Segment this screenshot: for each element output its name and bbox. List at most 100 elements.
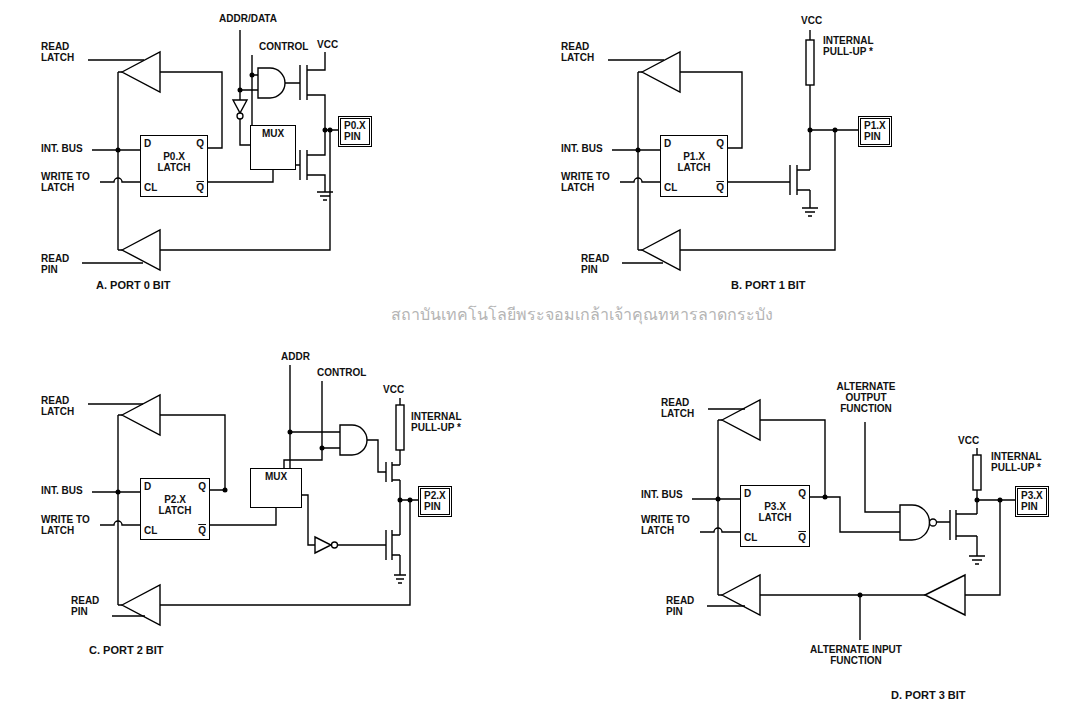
signal-label: WRITE TO LATCH	[560, 172, 617, 194]
wire	[969, 556, 985, 564]
signal-label: READ PIN	[40, 254, 82, 276]
wire	[100, 521, 140, 525]
figure-caption: A. PORT 0 BIT	[95, 280, 172, 292]
junction-dot	[398, 498, 403, 503]
pin-letter: Q	[196, 183, 204, 194]
wire	[82, 250, 143, 263]
pin-name: P3.X PIN	[1021, 491, 1043, 512]
gate-symbol	[233, 100, 247, 113]
junction-dot	[408, 498, 413, 503]
gate-symbol	[122, 52, 160, 92]
pin-name: P1.X PIN	[864, 121, 886, 142]
wire	[700, 528, 740, 532]
signal-label: ADDR/DATA	[218, 14, 278, 25]
wire	[865, 422, 900, 512]
wire	[307, 52, 325, 192]
junction-dot	[116, 490, 121, 495]
signal-label: INT. BUS	[640, 490, 684, 501]
pin-letter: D	[744, 489, 751, 500]
signal-label: INT. BUS	[40, 486, 84, 497]
mux-label: MUX	[251, 129, 295, 140]
junction-dot	[833, 128, 838, 133]
junction-dot	[116, 148, 121, 153]
junction-dot	[858, 593, 863, 598]
junction-dot	[930, 519, 937, 526]
pin-letter: Q	[798, 489, 806, 500]
mux-box: MUX	[250, 125, 296, 170]
signal-label: READ PIN	[665, 596, 707, 618]
wire	[338, 530, 400, 575]
signal-label: VCC	[957, 436, 980, 447]
gate-symbol	[900, 505, 930, 540]
signal-label: WRITE TO LATCH	[640, 515, 697, 537]
figure-caption: D. PORT 3 BIT	[890, 690, 967, 702]
mux-label: MUX	[251, 472, 301, 483]
junction-dot	[250, 73, 255, 78]
junction-dot	[975, 498, 980, 503]
wire	[937, 510, 978, 540]
junction-dot	[823, 495, 828, 500]
resistor-symbol	[806, 40, 814, 85]
resistor-symbol	[396, 405, 404, 450]
wire	[809, 30, 810, 208]
signal-label: READ PIN	[70, 596, 112, 618]
pin-box: P2.X PIN	[418, 486, 452, 517]
pin-letter: Q	[716, 183, 724, 194]
pin-letter: Q	[716, 139, 724, 150]
wire	[717, 420, 718, 595]
junction-dot	[808, 128, 813, 133]
wire	[965, 500, 1015, 595]
wire	[88, 404, 143, 415]
signal-label: CONTROL	[258, 42, 309, 53]
signal-label: INT. BUS	[560, 144, 604, 155]
signal-label: INTERNAL PULL-UP *	[822, 36, 894, 58]
gate-symbol	[315, 537, 331, 553]
junction-dot	[636, 148, 641, 153]
signal-label: INTERNAL PULL-UP *	[990, 452, 1062, 474]
signal-label: READ LATCH	[40, 396, 87, 418]
gate-symbol	[122, 395, 160, 435]
wire	[117, 72, 118, 250]
wire	[620, 178, 660, 182]
gate-symbol	[122, 585, 160, 625]
pin-letter: D	[664, 139, 671, 150]
pin-letter: CL	[664, 183, 677, 194]
gate-symbol	[340, 425, 367, 455]
signal-label: WRITE TO LATCH	[40, 172, 97, 194]
wire	[704, 595, 860, 640]
pin-letter: Q	[198, 526, 206, 537]
latch-title: P0.X LATCH	[153, 152, 195, 173]
signal-label: CONTROL	[316, 368, 367, 379]
junction-dot	[288, 430, 293, 435]
signal-label: ALTERNATE OUTPUT FUNCTION	[820, 382, 912, 414]
pin-letter: D	[144, 482, 151, 493]
pin-letter: Q	[798, 533, 806, 544]
pin-letter: CL	[144, 526, 157, 537]
pin-letter: CL	[144, 183, 157, 194]
signal-label: WRITE TO LATCH	[40, 515, 97, 537]
signal-label: READ LATCH	[560, 42, 607, 64]
watermark: สถาบันเทคโนโลยีพระจอมเกล้าเจ้าคุณทหารลาด…	[390, 306, 774, 323]
signal-label: READ PIN	[580, 254, 622, 276]
wire	[88, 60, 144, 72]
wire	[285, 65, 307, 100]
wire	[760, 594, 925, 595]
signal-label: INTERNAL PULL-UP *	[410, 412, 482, 434]
wire	[367, 440, 386, 472]
gate-symbol	[722, 575, 760, 615]
resistor-symbol	[973, 455, 981, 490]
mux-box: MUX	[250, 468, 302, 508]
pin-letter: CL	[744, 533, 757, 544]
gate-symbol	[642, 230, 680, 270]
pin-name: P2.X PIN	[424, 491, 446, 512]
figure-caption: B. PORT 1 BIT	[730, 280, 807, 292]
junction-dot	[320, 446, 325, 451]
pin-box: P1.X PIN	[858, 116, 892, 147]
wire	[637, 72, 638, 250]
wire	[394, 575, 406, 583]
latch-output-wire	[210, 508, 276, 525]
latch-box: DP2.X LATCHQCLQ	[140, 478, 210, 540]
latch-box: DP0.X LATCHQCLQ	[140, 135, 208, 197]
